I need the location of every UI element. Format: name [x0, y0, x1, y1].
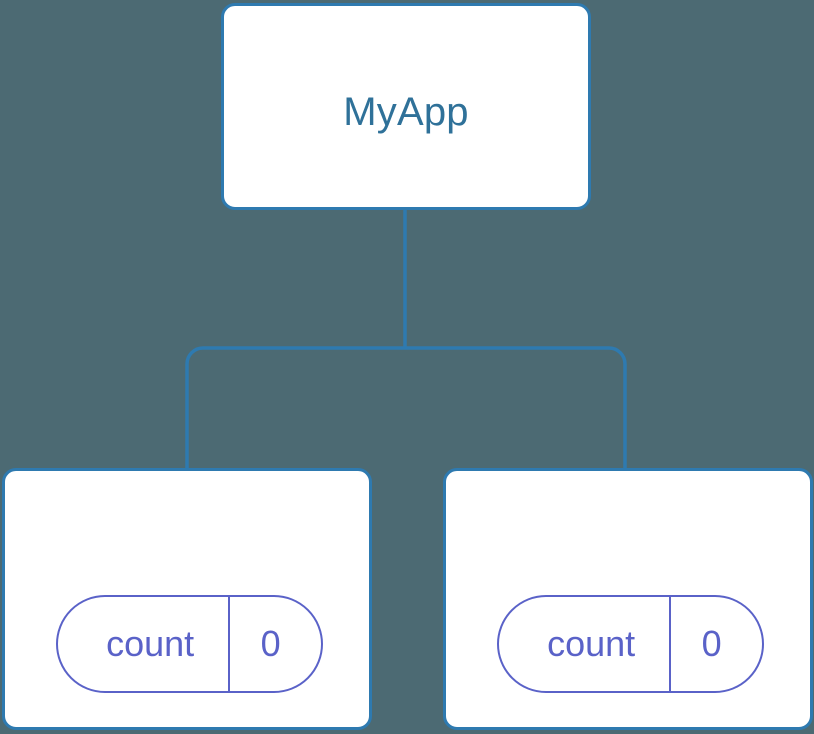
edge-root-to-button-right	[405, 346, 627, 470]
tree-node-myapp[interactable]: MyApp	[221, 3, 591, 210]
state-pill-value-right: 0	[701, 623, 722, 664]
state-pill-count-right[interactable]: count 0	[497, 595, 764, 693]
tree-node-mybutton-left[interactable]: MyButton count 0	[2, 468, 372, 730]
state-pill-value-left: 0	[260, 623, 281, 664]
state-pill-key-left: count	[58, 597, 231, 691]
tree-node-myapp-title: MyApp	[343, 90, 469, 134]
state-pill-count-left[interactable]: count 0	[56, 595, 323, 693]
edge-root-to-button-left	[185, 346, 405, 470]
state-pill-key-right: count	[499, 597, 672, 691]
tree-node-mybutton-right[interactable]: MyButton count 0	[443, 468, 813, 730]
